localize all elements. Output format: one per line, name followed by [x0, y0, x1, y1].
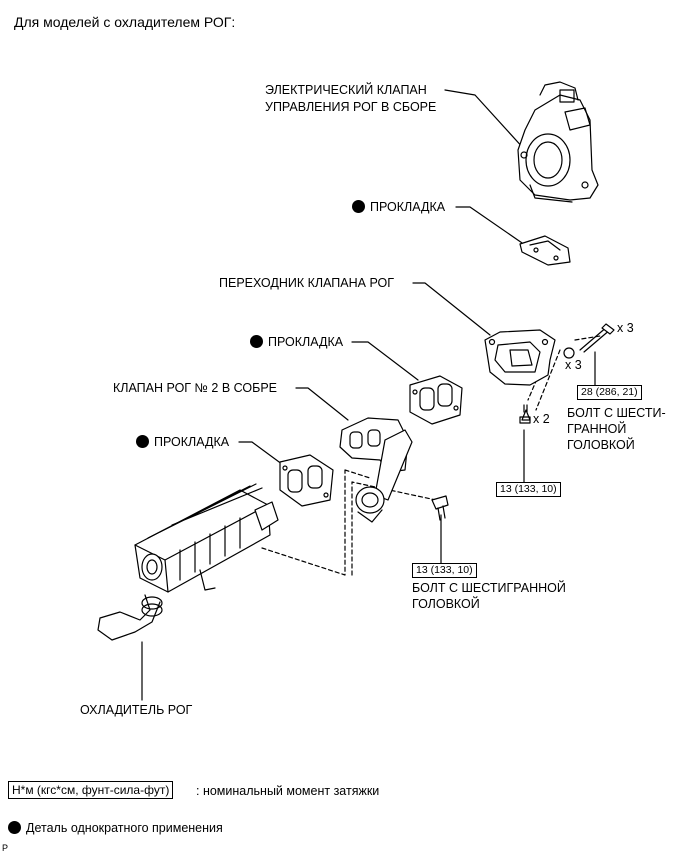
leader-valve2 — [295, 387, 349, 421]
label-egr-valve-line1: ЭЛЕКТРИЧЕСКИЙ КЛАПАН — [265, 83, 427, 97]
torque-bolt-short: 13 (133, 10) — [496, 482, 561, 497]
bolt-short-part — [519, 404, 531, 424]
non-reusable-dot-icon — [250, 335, 263, 348]
gasket-mid-part — [409, 375, 463, 425]
torque-bolt-bottom: 13 (133, 10) — [412, 563, 477, 578]
corner-mark: P — [2, 843, 9, 853]
label-gasket-low: ПРОКЛАДКА — [136, 434, 229, 450]
label-bolt-right-line3: ГОЛОВКОЙ — [567, 438, 635, 452]
non-reusable-dot-icon — [8, 821, 21, 834]
non-reusable-dot-icon — [136, 435, 149, 448]
legend-non-reusable: Деталь однократного применения — [8, 820, 223, 836]
non-reusable-dot-icon — [352, 200, 365, 213]
washer-part — [563, 347, 575, 359]
label-bolt-right-line1: БОЛТ С ШЕСТИ- — [567, 406, 666, 420]
label-egr-valve-line2: УПРАВЛЕНИЯ РОГ В СБОРЕ — [265, 100, 437, 114]
leader-adapter — [412, 282, 491, 336]
qty-bolt-short: x 2 — [533, 412, 550, 426]
label-valve2: КЛАПАН РОГ № 2 В СОБРЕ — [113, 381, 278, 395]
page-title: Для моделей с охладителем РОГ: — [14, 14, 236, 30]
adapter-part — [484, 329, 556, 386]
label-gasket-top: ПРОКЛАДКА — [352, 199, 445, 215]
torque-bolt-long: 28 (286, 21) — [577, 385, 642, 400]
valve2-part — [339, 417, 413, 523]
bolt-long-part — [579, 323, 615, 353]
legend-torque-unit: Н*м (кгс*см, фунт-сила-фут) — [8, 781, 174, 799]
legend-torque-desc: : номинальный момент затяжки — [196, 784, 380, 798]
label-gasket-mid: ПРОКЛАДКА — [250, 334, 343, 350]
label-cooler: ОХЛАДИТЕЛЬ РОГ — [80, 703, 193, 717]
leader-gasket-top — [455, 206, 526, 246]
label-bolt-right-line2: ГРАННОЙ — [567, 422, 627, 436]
label-adapter: ПЕРЕХОДНИК КЛАПАНА РОГ — [219, 276, 394, 290]
leader-gasket-mid — [351, 341, 419, 381]
gasket-low-part — [279, 454, 334, 507]
label-bolt-bottom-line1: БОЛТ С ШЕСТИГРАННОЙ — [412, 581, 566, 595]
label-bolt-bottom-line2: ГОЛОВКОЙ — [412, 597, 480, 611]
qty-bolt-long: x 3 — [617, 321, 634, 335]
bolt-bottom-part — [431, 495, 449, 521]
leader-egr-valve — [444, 89, 526, 151]
egr-cooler-part — [97, 483, 279, 641]
leader-gasket-low — [238, 441, 291, 471]
gasket-top-part — [519, 235, 571, 266]
qty-washer: x 3 — [565, 358, 582, 372]
egr-valve-assembly — [517, 81, 599, 203]
